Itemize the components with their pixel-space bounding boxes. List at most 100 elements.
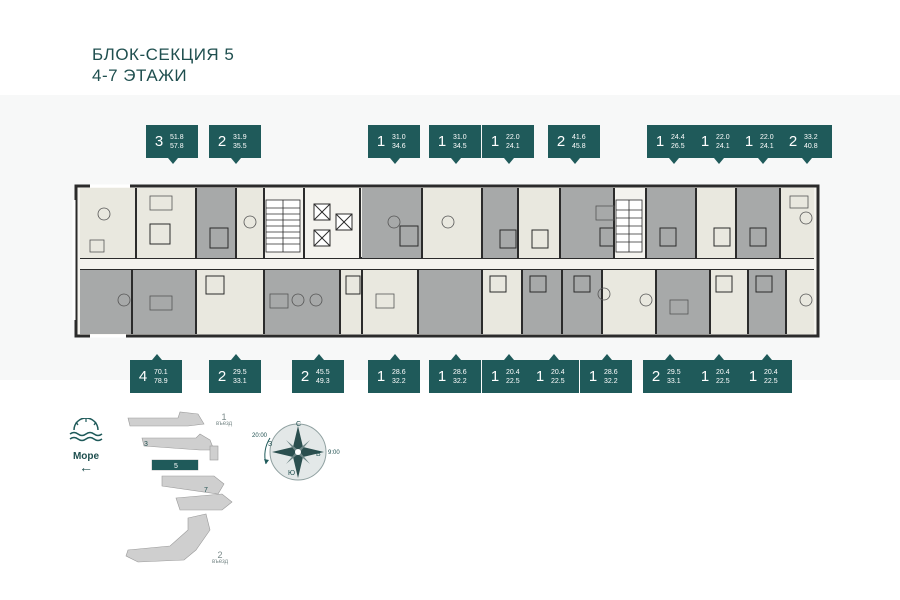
living-area: 29.5 (667, 368, 681, 376)
total-area: 34.6 (392, 142, 406, 150)
sunset-time: 20:00 (252, 433, 268, 439)
living-area: 31.9 (233, 133, 247, 141)
living-area: 22.0 (760, 133, 774, 141)
sunrise-time: 9:00 (328, 450, 340, 456)
room-count: 1 (490, 368, 500, 385)
room-count: 1 (588, 368, 598, 385)
living-area: 51.8 (170, 133, 184, 141)
living-area: 31.0 (392, 133, 406, 141)
living-area: 22.0 (716, 133, 730, 141)
living-area: 70.1 (154, 368, 168, 376)
total-area: 32.2 (453, 377, 467, 385)
sea-waves-icon (69, 417, 103, 442)
living-area: 20.4 (551, 368, 565, 376)
room-count: 2 (217, 368, 227, 385)
living-area: 29.5 (233, 368, 247, 376)
compass-rose-icon (264, 423, 327, 481)
total-area: 78.9 (154, 377, 168, 385)
living-area: 41.6 (572, 133, 586, 141)
living-area: 22.0 (506, 133, 520, 141)
top-row-units (80, 188, 814, 258)
total-area: 35.5 (233, 142, 247, 150)
total-area: 24.1 (760, 142, 774, 150)
furniture (89, 195, 813, 315)
entrance-1: 1 въезд (216, 412, 233, 428)
total-area: 33.1 (233, 377, 247, 385)
room-count: 1 (744, 133, 754, 150)
page-title: БЛОК-СЕКЦИЯ 5 4-7 ЭТАЖИ (92, 44, 234, 86)
stairwell (265, 199, 643, 253)
entrance-2-label: въезд (212, 559, 229, 565)
room-count: 2 (217, 133, 227, 150)
room-count: 1 (700, 368, 710, 385)
living-area: 45.5 (316, 368, 330, 376)
bottom-row-units (80, 270, 814, 334)
living-area: 33.2 (804, 133, 818, 141)
sea-indicator: Море ← (66, 417, 106, 474)
room-count: 1 (655, 133, 665, 150)
living-area: 20.4 (506, 368, 520, 376)
total-area: 57.8 (170, 142, 184, 150)
total-area: 40.8 (804, 142, 818, 150)
room-count: 2 (300, 368, 310, 385)
entrance-1-label: въезд (216, 421, 233, 427)
room-count: 1 (376, 368, 386, 385)
total-area: 22.5 (551, 377, 565, 385)
room-count: 1 (535, 368, 545, 385)
floors-subtitle: 4-7 ЭТАЖИ (92, 66, 188, 85)
living-area: 20.4 (716, 368, 730, 376)
living-area: 24.4 (671, 133, 685, 141)
total-area: 49.3 (316, 377, 330, 385)
total-area: 34.5 (453, 142, 467, 150)
entrance-1-number: 1 (221, 412, 227, 422)
compass-east: В (316, 451, 321, 458)
total-area: 22.5 (506, 377, 520, 385)
compass-south: Ю (288, 470, 296, 477)
room-count: 2 (788, 133, 798, 150)
total-area: 22.5 (764, 377, 778, 385)
room-count: 1 (748, 368, 758, 385)
partition-walls (131, 188, 787, 334)
room-count: 1 (700, 133, 710, 150)
total-area: 33.1 (667, 377, 681, 385)
total-area: 32.2 (604, 377, 618, 385)
key-plan: 3 5 7 (125, 411, 233, 563)
section-title: БЛОК-СЕКЦИЯ 5 (92, 45, 235, 64)
total-area: 22.5 (716, 377, 730, 385)
section-label: 3 (144, 441, 148, 448)
highlighted-section[interactable] (152, 460, 198, 470)
living-area: 28.6 (604, 368, 618, 376)
living-area: 28.6 (453, 368, 467, 376)
elevators (313, 203, 353, 247)
total-area: 45.8 (572, 142, 586, 150)
living-area: 20.4 (764, 368, 778, 376)
total-area: 26.5 (671, 142, 685, 150)
entrance-2: 2 въезд (212, 551, 229, 566)
total-area: 32.2 (392, 377, 406, 385)
section-label-highlighted: 5 (174, 463, 178, 470)
bathrooms (149, 223, 773, 295)
room-count: 1 (376, 133, 386, 150)
